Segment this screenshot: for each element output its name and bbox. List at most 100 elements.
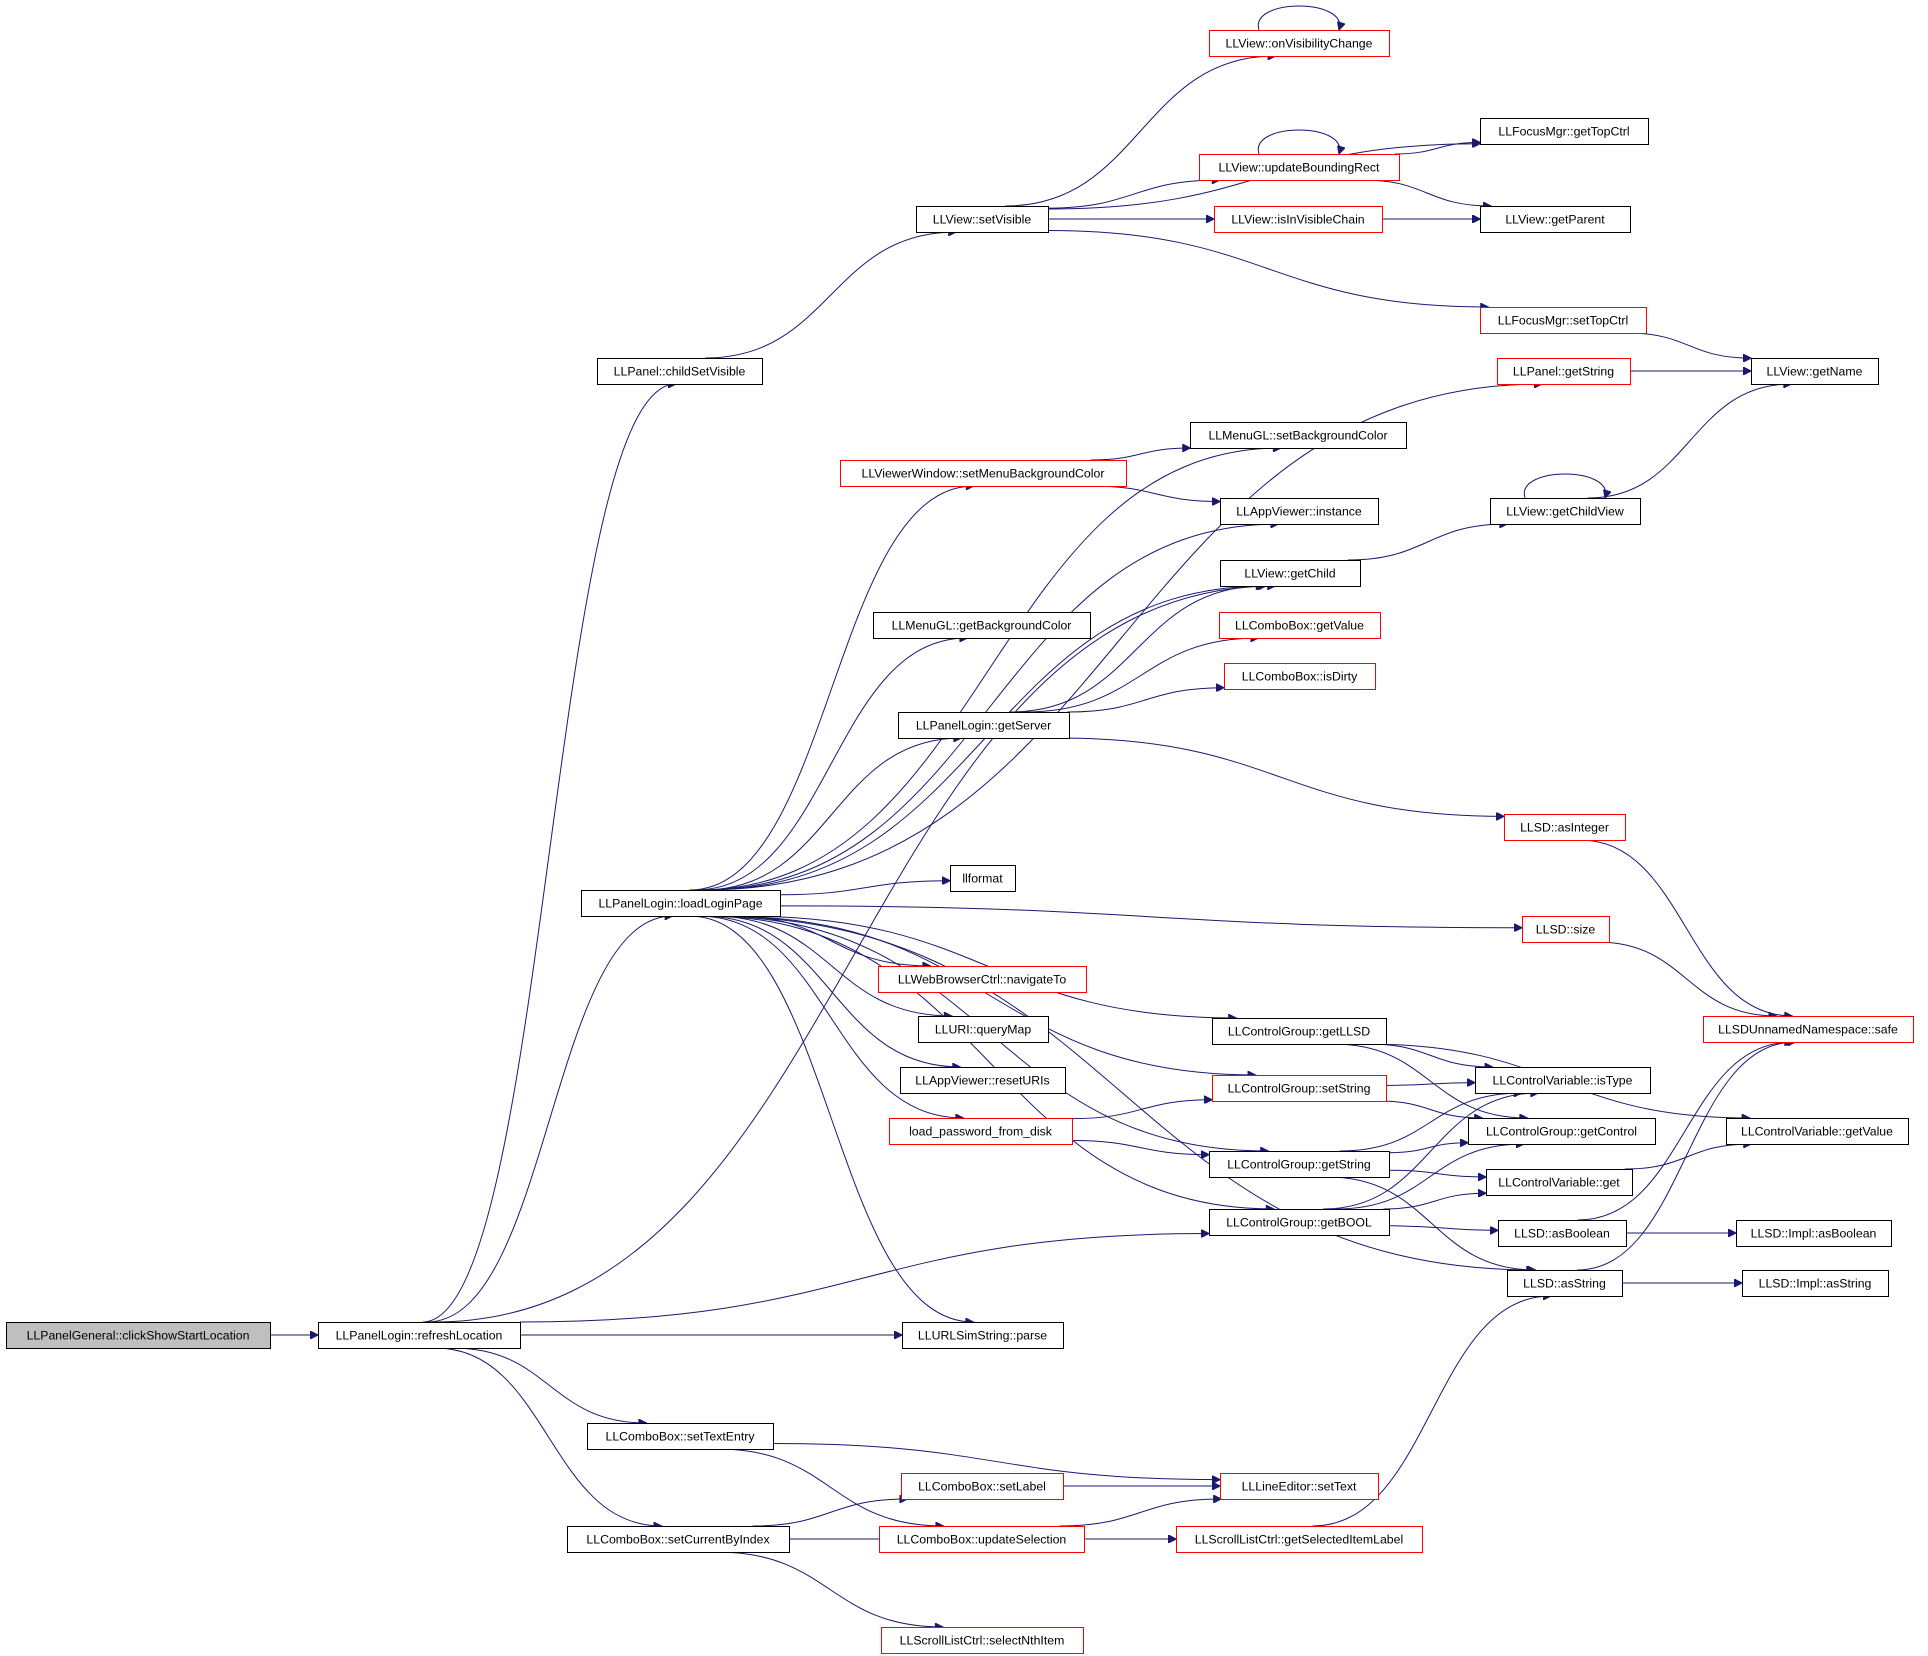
function-node-box[interactable] xyxy=(318,1322,521,1349)
function-node-selectNthItem[interactable]: LLScrollListCtrl::selectNthItem xyxy=(881,1627,1084,1654)
function-node-box[interactable] xyxy=(1219,612,1381,639)
function-node-box[interactable] xyxy=(587,1423,774,1450)
function-node-box[interactable] xyxy=(879,1526,1085,1553)
function-node-getBOOL[interactable]: LLControlGroup::getBOOL xyxy=(1209,1209,1390,1236)
function-node-asInteger[interactable]: LLSD::asInteger xyxy=(1504,814,1626,841)
function-node-loadPassword[interactable]: load_password_from_disk xyxy=(889,1118,1073,1145)
function-node-getServer[interactable]: LLPanelLogin::getServer xyxy=(898,712,1070,739)
function-node-box[interactable] xyxy=(1212,1075,1387,1102)
function-node-comboSetLabel[interactable]: LLComboBox::setLabel xyxy=(901,1473,1064,1500)
function-node-asBoolean[interactable]: LLSD::asBoolean xyxy=(1498,1220,1627,1247)
function-node-comboGetValue[interactable]: LLComboBox::getValue xyxy=(1219,612,1381,639)
function-node-getControl[interactable]: LLControlGroup::getControl xyxy=(1468,1118,1656,1145)
function-node-llformat[interactable]: llformat xyxy=(950,865,1016,892)
function-node-onVisibilityChange[interactable]: LLView::onVisibilityChange xyxy=(1209,30,1390,57)
function-node-cgSetString[interactable]: LLControlGroup::setString xyxy=(1212,1075,1387,1102)
function-node-box[interactable] xyxy=(1212,1018,1387,1045)
function-node-box[interactable] xyxy=(597,358,763,385)
function-node-box[interactable] xyxy=(567,1526,790,1553)
function-node-queryMap[interactable]: LLURI::queryMap xyxy=(918,1016,1049,1043)
function-node-isInVisibleChain[interactable]: LLView::isInVisibleChain xyxy=(1214,206,1383,233)
function-node-loadLoginPage[interactable]: LLPanelLogin::loadLoginPage xyxy=(581,890,781,917)
function-node-implAsBoolean[interactable]: LLSD::Impl::asBoolean xyxy=(1736,1220,1892,1247)
function-node-box[interactable] xyxy=(581,890,781,917)
function-node-box[interactable] xyxy=(1209,1151,1390,1178)
function-node-box[interactable] xyxy=(1220,1473,1379,1500)
function-node-box[interactable] xyxy=(916,206,1049,233)
function-node-isDirty[interactable]: LLComboBox::isDirty xyxy=(1224,663,1376,690)
function-node-parse[interactable]: LLURLSimString::parse xyxy=(902,1322,1064,1349)
function-node-box[interactable] xyxy=(1742,1270,1889,1297)
function-node-setVisible[interactable]: LLView::setVisible xyxy=(916,206,1049,233)
function-node-isType[interactable]: LLControlVariable::isType xyxy=(1475,1067,1651,1094)
function-node-box[interactable] xyxy=(1209,1209,1390,1236)
function-node-box[interactable] xyxy=(1176,1526,1423,1553)
function-node-box[interactable] xyxy=(840,460,1127,487)
function-node-box[interactable] xyxy=(1190,422,1407,449)
function-node-box[interactable] xyxy=(950,865,1016,892)
function-node-setBackgroundColor[interactable]: LLMenuGL::setBackgroundColor xyxy=(1190,422,1407,449)
function-node-clickShowStartLocation[interactable]: LLPanelGeneral::clickShowStartLocation xyxy=(6,1322,271,1349)
function-node-getLLSD[interactable]: LLControlGroup::getLLSD xyxy=(1212,1018,1387,1045)
function-node-updateBoundingRect[interactable]: LLView::updateBoundingRect xyxy=(1199,154,1400,181)
function-node-getSelectedItemLabel[interactable]: LLScrollListCtrl::getSelectedItemLabel xyxy=(1176,1526,1423,1553)
function-node-box[interactable] xyxy=(901,1473,1064,1500)
function-node-box[interactable] xyxy=(900,1067,1066,1094)
function-node-panelGetString[interactable]: LLPanel::getString xyxy=(1497,358,1631,385)
function-node-appInstance[interactable]: LLAppViewer::instance xyxy=(1220,498,1379,525)
function-node-getName[interactable]: LLView::getName xyxy=(1751,358,1879,385)
function-node-setCurrentByIndex[interactable]: LLComboBox::setCurrentByIndex xyxy=(567,1526,790,1553)
function-node-box[interactable] xyxy=(1199,154,1400,181)
function-node-cvGet[interactable]: LLControlVariable::get xyxy=(1486,1169,1633,1196)
function-node-setMenuBackgroundColor[interactable]: LLViewerWindow::setMenuBackgroundColor xyxy=(840,460,1127,487)
function-node-getParent[interactable]: LLView::getParent xyxy=(1480,206,1631,233)
function-node-box[interactable] xyxy=(1486,1169,1633,1196)
function-node-box[interactable] xyxy=(1224,663,1376,690)
function-node-box[interactable] xyxy=(1751,358,1879,385)
function-node-cvGetValue[interactable]: LLControlVariable::getValue xyxy=(1726,1118,1909,1145)
function-node-box[interactable] xyxy=(1522,916,1610,943)
function-node-box[interactable] xyxy=(889,1118,1073,1145)
function-node-box[interactable] xyxy=(1468,1118,1656,1145)
function-node-box[interactable] xyxy=(1703,1016,1914,1043)
function-node-getTopCtrl[interactable]: LLFocusMgr::getTopCtrl xyxy=(1480,118,1649,145)
function-node-navigateTo[interactable]: LLWebBrowserCtrl::navigateTo xyxy=(878,966,1087,993)
function-node-box[interactable] xyxy=(1507,1270,1623,1297)
function-node-setTextEntry[interactable]: LLComboBox::setTextEntry xyxy=(587,1423,774,1450)
function-node-box[interactable] xyxy=(1490,498,1641,525)
function-node-box[interactable] xyxy=(1220,498,1379,525)
function-node-resetURIs[interactable]: LLAppViewer::resetURIs xyxy=(900,1067,1066,1094)
function-node-box[interactable] xyxy=(1220,560,1361,587)
function-node-box[interactable] xyxy=(873,612,1091,639)
function-node-getChild[interactable]: LLView::getChild xyxy=(1220,560,1361,587)
function-node-box[interactable] xyxy=(1726,1118,1909,1145)
function-node-box[interactable] xyxy=(1480,307,1647,334)
function-node-getChildView[interactable]: LLView::getChildView xyxy=(1490,498,1641,525)
function-node-box[interactable] xyxy=(1480,206,1631,233)
function-node-box[interactable] xyxy=(1497,358,1631,385)
function-node-setTopCtrl[interactable]: LLFocusMgr::setTopCtrl xyxy=(1480,307,1647,334)
function-node-box[interactable] xyxy=(898,712,1070,739)
function-node-box[interactable] xyxy=(1736,1220,1892,1247)
function-node-box[interactable] xyxy=(881,1627,1084,1654)
function-node-box[interactable] xyxy=(902,1322,1064,1349)
function-node-updateSelection[interactable]: LLComboBox::updateSelection xyxy=(879,1526,1085,1553)
function-node-box[interactable] xyxy=(1214,206,1383,233)
function-node-box[interactable] xyxy=(1209,30,1390,57)
function-node-safe[interactable]: LLSDUnnamedNamespace::safe xyxy=(1703,1016,1914,1043)
function-node-implAsString[interactable]: LLSD::Impl::asString xyxy=(1742,1270,1889,1297)
function-node-cgGetString[interactable]: LLControlGroup::getString xyxy=(1209,1151,1390,1178)
function-node-asString[interactable]: LLSD::asString xyxy=(1507,1270,1623,1297)
function-node-box[interactable] xyxy=(6,1322,271,1349)
function-node-box[interactable] xyxy=(1480,118,1649,145)
function-node-childSetVisible[interactable]: LLPanel::childSetVisible xyxy=(597,358,763,385)
function-node-box[interactable] xyxy=(878,966,1087,993)
function-node-box[interactable] xyxy=(1475,1067,1651,1094)
function-node-box[interactable] xyxy=(1498,1220,1627,1247)
function-node-refreshLocation[interactable]: LLPanelLogin::refreshLocation xyxy=(318,1322,521,1349)
function-node-getBackgroundColor[interactable]: LLMenuGL::getBackgroundColor xyxy=(873,612,1091,639)
function-node-llsdSize[interactable]: LLSD::size xyxy=(1522,916,1610,943)
function-node-setText[interactable]: LLLineEditor::setText xyxy=(1220,1473,1379,1500)
function-node-box[interactable] xyxy=(918,1016,1049,1043)
function-node-box[interactable] xyxy=(1504,814,1626,841)
